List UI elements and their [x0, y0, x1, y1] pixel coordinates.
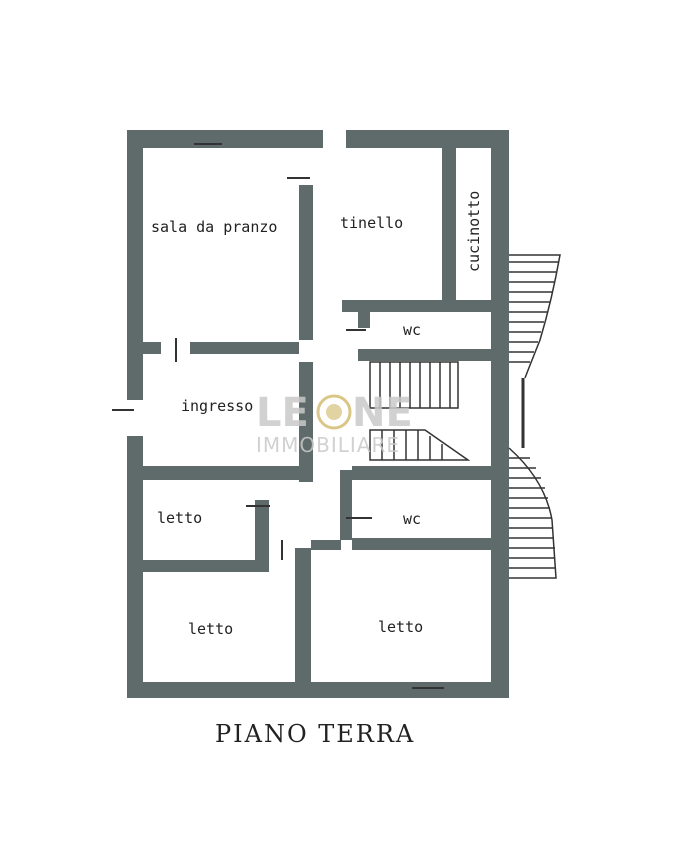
watermark-brand-left: LE [256, 390, 309, 436]
wall-letto-small-right [255, 500, 269, 560]
walls [127, 130, 509, 698]
room-label-ingresso: ingresso [181, 397, 253, 415]
wall-right-block [352, 466, 492, 480]
wall-corridor-left-mid [299, 362, 313, 482]
wall-corridor-right-lower [340, 470, 352, 540]
room-label-tinello: tinello [340, 214, 403, 232]
wall-wc-upper-left [358, 312, 370, 328]
outer-wall-top-left [127, 130, 323, 148]
wall-cucinotto [442, 148, 456, 300]
wall-dining-entrance-right [190, 342, 299, 354]
wall-corridor-left-lower [295, 548, 311, 684]
wall-letto-small-bottom [143, 560, 269, 572]
outer-wall-bottom [127, 682, 509, 698]
room-label-wc-upper: wc [403, 321, 421, 339]
lion-head-icon [316, 394, 352, 430]
room-label-sala-da-pranzo: sala da pranzo [151, 218, 277, 236]
wall-bottom-room-top [311, 540, 341, 550]
outer-wall-left-lower [127, 436, 143, 698]
watermark: LE NE IMMOBILIARE [256, 390, 413, 457]
wall-corridor-left-upper [299, 185, 313, 340]
plan-title: PIANO TERRA [215, 720, 415, 748]
wall-wc-upper-top [342, 300, 492, 312]
wall-wc-upper-bottom [358, 349, 492, 361]
room-label-letto-bottom-left: letto [188, 620, 233, 638]
room-label-cucinotto: cucinotto [465, 191, 483, 272]
ext-stair-steps [509, 261, 558, 569]
room-label-wc-lower: wc [403, 510, 421, 528]
external-stair [508, 254, 561, 579]
wall-wc-lower-bottom [352, 538, 492, 550]
watermark-brand-right: NE [352, 390, 413, 436]
outer-wall-right-lower [491, 362, 509, 698]
watermark-subtitle: IMMOBILIARE [256, 433, 400, 457]
outer-wall-right-upper [491, 130, 509, 362]
stair-outline [369, 361, 459, 409]
outer-wall-left-upper [127, 130, 143, 400]
room-label-letto-bottom-right: letto [378, 618, 423, 636]
openings [112, 143, 444, 689]
internal-stair [369, 361, 471, 461]
wall-dining-entrance-left [143, 342, 161, 354]
ext-stair-upper-outline [509, 254, 561, 379]
outer-wall-top-right [346, 130, 509, 148]
room-label-letto-small: letto [157, 509, 202, 527]
ext-stair-lower-outline [508, 447, 557, 579]
wall-entrance-bedroom [143, 466, 299, 480]
